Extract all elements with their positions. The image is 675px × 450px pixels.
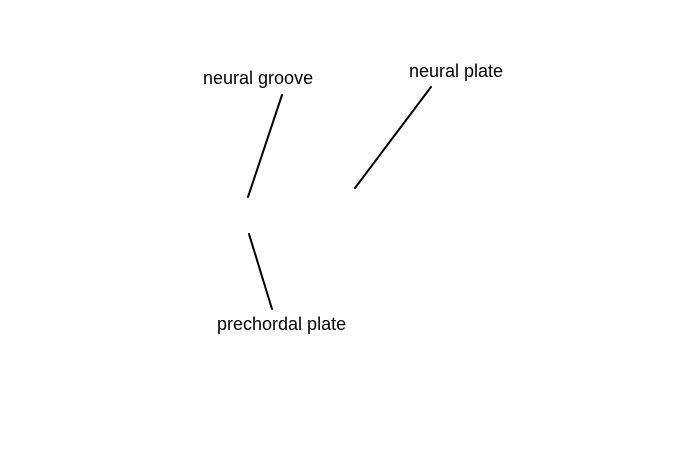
leader-line-neural-plate [354,86,432,189]
label-prechordal-plate: prechordal plate [217,314,347,334]
leader-line-neural-groove [247,94,283,198]
label-neural-groove: neural groove [203,68,314,88]
leader-line-prechordal-plate [248,233,273,310]
label-neural-plate: neural plate [409,61,504,81]
